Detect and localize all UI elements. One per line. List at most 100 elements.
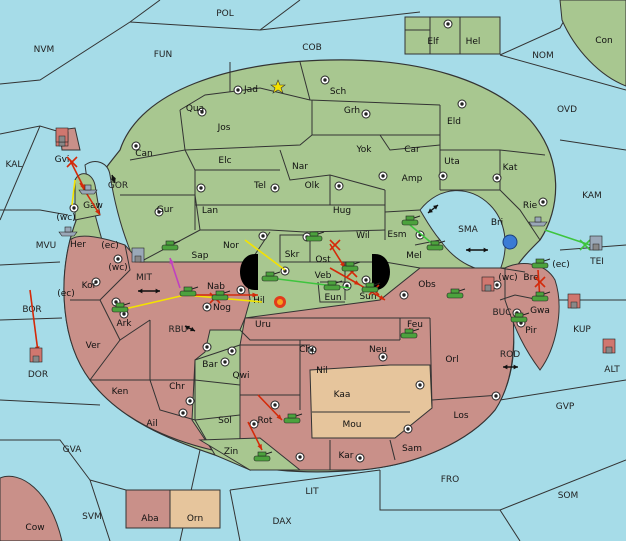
- sea-label-sma[interactable]: SMA: [458, 225, 478, 235]
- province-label-mel[interactable]: Mel: [406, 251, 422, 261]
- sea-label-som[interactable]: SOM: [558, 491, 579, 501]
- army-icon[interactable]: [400, 328, 420, 339]
- fortress-icon[interactable]: [589, 235, 603, 251]
- army-icon[interactable]: [111, 302, 131, 313]
- province-label-bar[interactable]: Bar: [202, 360, 218, 370]
- province-label-veb[interactable]: Veb: [315, 271, 332, 281]
- province-label-neu[interactable]: Neu: [369, 345, 387, 355]
- province-label-rie[interactable]: Rie: [523, 201, 538, 211]
- province-label-ark[interactable]: Ark: [116, 319, 132, 329]
- province-label-hug[interactable]: Hug: [333, 206, 351, 216]
- army-icon[interactable]: [510, 312, 530, 323]
- province-label-bre[interactable]: Bre: [523, 273, 539, 283]
- fortress-icon[interactable]: [602, 338, 616, 354]
- fleet-icon[interactable]: [58, 226, 78, 237]
- province-label-jos[interactable]: Jos: [217, 123, 231, 133]
- province-label-qua[interactable]: Qua: [186, 104, 204, 114]
- province-label-eld[interactable]: Eld: [447, 117, 461, 127]
- province-label-chr[interactable]: Chr: [169, 382, 185, 392]
- province-label-uru[interactable]: Uru: [255, 320, 271, 330]
- sea-label-cob[interactable]: COB: [302, 43, 322, 53]
- province-label-kar[interactable]: Kar: [339, 451, 354, 461]
- army-icon[interactable]: [323, 280, 343, 291]
- fortress-icon[interactable]: [29, 347, 43, 363]
- army-icon[interactable]: [341, 261, 361, 272]
- province-label-kat[interactable]: Kat: [503, 163, 518, 173]
- sea-label-buc[interactable]: BUC: [492, 308, 511, 318]
- province-label-sun[interactable]: Sun: [359, 292, 376, 302]
- sea-label-ovd[interactable]: OVD: [557, 105, 577, 115]
- province-label-skr[interactable]: Skr: [285, 250, 300, 260]
- province-label-gaw[interactable]: Gaw: [83, 201, 103, 211]
- army-icon[interactable]: [305, 231, 325, 242]
- fortress-icon[interactable]: [567, 293, 581, 309]
- province-label-orl[interactable]: Orl: [445, 355, 458, 365]
- province-label-mou[interactable]: Mou: [343, 420, 362, 430]
- province-label-olk[interactable]: Olk: [305, 181, 321, 191]
- army-icon[interactable]: [211, 290, 231, 301]
- sea-label-nvm[interactable]: NVM: [34, 45, 55, 55]
- province-label-zin[interactable]: Zin: [224, 447, 238, 457]
- army-icon[interactable]: [361, 282, 381, 293]
- province-label-aba[interactable]: Aba: [141, 514, 158, 524]
- sea-label-gor[interactable]: GOR: [108, 181, 128, 191]
- sea-label-fro[interactable]: FRO: [441, 475, 460, 485]
- province-label-car[interactable]: Car: [404, 145, 420, 155]
- province-label-ost[interactable]: Ost: [315, 255, 331, 265]
- sea-label-kal[interactable]: KAL: [6, 160, 23, 170]
- province-label-uta[interactable]: Uta: [444, 157, 460, 167]
- sea-label-dax[interactable]: DAX: [272, 517, 291, 527]
- province-label-con[interactable]: Con: [595, 36, 613, 46]
- province-label-feu[interactable]: Feu: [407, 320, 423, 330]
- province-label-gur[interactable]: Gur: [157, 205, 174, 215]
- province-label-los[interactable]: Los: [453, 411, 468, 421]
- province-label-her[interactable]: Her: [70, 240, 86, 250]
- province-label-gwa[interactable]: Gwa: [530, 306, 550, 316]
- province-label-orn[interactable]: Orn: [187, 514, 203, 524]
- province-label-nab[interactable]: Nab: [207, 282, 225, 292]
- province-label-amp[interactable]: Amp: [402, 174, 423, 184]
- province-label-esm[interactable]: Esm: [387, 230, 406, 240]
- province-label-kor[interactable]: Kor: [82, 281, 97, 291]
- province-label-wil[interactable]: Wil: [356, 231, 370, 241]
- army-icon[interactable]: [261, 271, 281, 282]
- army-icon[interactable]: [283, 413, 303, 424]
- province-label-jad[interactable]: Jad: [243, 85, 258, 95]
- province-label-qwi[interactable]: Qwi: [233, 371, 250, 381]
- army-icon[interactable]: [531, 291, 551, 302]
- sea-label-fun[interactable]: FUN: [154, 50, 173, 60]
- sea-label-mit[interactable]: MIT: [136, 273, 152, 283]
- province-label-grh[interactable]: Grh: [344, 106, 360, 116]
- province-label-can[interactable]: Can: [135, 149, 153, 159]
- province-label-nog[interactable]: Nog: [213, 303, 231, 313]
- province-label-kaa[interactable]: Kaa: [334, 390, 351, 400]
- province-label-elf[interactable]: Elf: [427, 37, 439, 47]
- sea-label-gvp[interactable]: GVP: [556, 402, 575, 412]
- sea-label-gva[interactable]: GVA: [63, 445, 83, 455]
- province-label-ken[interactable]: Ken: [112, 387, 129, 397]
- province-label-nil[interactable]: Nil: [316, 366, 328, 376]
- sea-label-tei[interactable]: TEI: [589, 257, 604, 267]
- province-label-ail[interactable]: Ail: [146, 419, 157, 429]
- province-label-bri[interactable]: Bri: [491, 218, 503, 228]
- fleet-icon[interactable]: [528, 216, 548, 227]
- province-label-tel[interactable]: Tel: [253, 181, 266, 191]
- sea-label-rod[interactable]: ROD: [500, 350, 520, 360]
- fortress-icon[interactable]: [131, 247, 145, 263]
- sea-label-rbu[interactable]: RBU: [168, 325, 187, 335]
- province-label-chp[interactable]: Chp: [299, 345, 317, 355]
- province-label-nar[interactable]: Nar: [292, 162, 308, 172]
- province-label-ver[interactable]: Ver: [86, 341, 101, 351]
- province-label-sam[interactable]: Sam: [402, 444, 422, 454]
- province-label-hel[interactable]: Hel: [466, 37, 481, 47]
- fortress-icon[interactable]: [55, 127, 69, 143]
- sea-label-dor[interactable]: DOR: [28, 370, 48, 380]
- province-label-yok[interactable]: Yok: [355, 145, 372, 155]
- province-label-rot[interactable]: Rot: [258, 416, 273, 426]
- province-label-cow[interactable]: Cow: [25, 523, 44, 533]
- province-label-lan[interactable]: Lan: [202, 206, 218, 216]
- sea-label-kam[interactable]: KAM: [582, 191, 602, 201]
- army-icon[interactable]: [401, 215, 421, 226]
